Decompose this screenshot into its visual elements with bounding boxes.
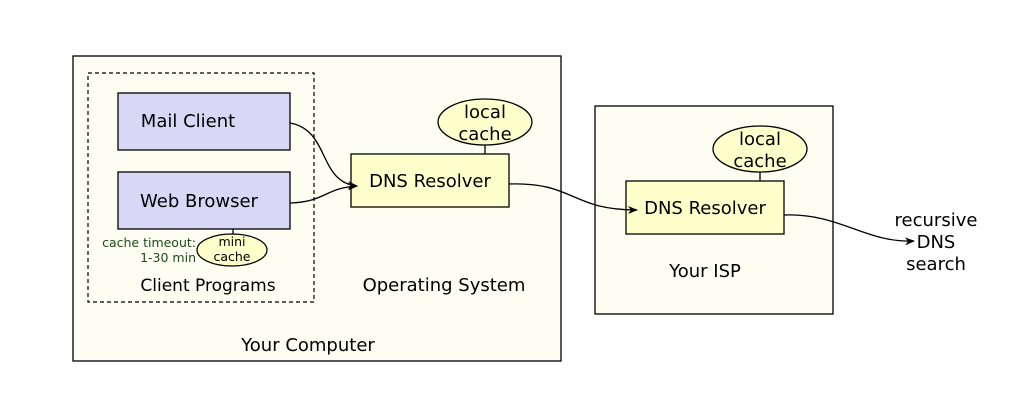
mail-client-label: Mail Client <box>141 111 235 132</box>
os-local-cache-line2: cache <box>458 124 511 145</box>
os-local-cache-ellipse <box>437 98 533 146</box>
recursive-search-line3: search <box>906 254 966 275</box>
os-dns-resolver-label: DNS Resolver <box>369 171 491 192</box>
isp-dns-resolver-label: DNS Resolver <box>644 198 766 219</box>
arrow-isp-to-recursive <box>783 214 915 246</box>
cache-timeout-line2: 1-30 min <box>140 250 196 265</box>
mail-client-box <box>117 92 291 151</box>
isp-local-cache-line2: cache <box>733 151 786 172</box>
web-browser-box <box>117 171 291 230</box>
os-dns-resolver-box <box>350 153 510 208</box>
os-local-cache-line1: local <box>464 102 506 123</box>
arrow-browser-to-os-resolver <box>289 182 358 204</box>
isp-dns-resolver-box <box>625 180 785 235</box>
web-browser-label: Web Browser <box>140 191 259 212</box>
your-computer-label: Your Computer <box>240 335 375 356</box>
operating-system-label: Operating System <box>363 275 526 296</box>
isp-local-cache-ellipse <box>712 125 808 173</box>
your-isp-label: Your ISP <box>668 261 741 282</box>
arrow-mail-to-os-resolver <box>289 122 358 190</box>
mini-cache-label-line2: cache <box>213 249 250 264</box>
recursive-search-line1: recursive <box>895 210 978 231</box>
recursive-search-line2: DNS <box>917 232 956 253</box>
mini-cache-ellipse <box>196 233 268 267</box>
client-programs-box <box>87 72 315 303</box>
client-programs-label: Client Programs <box>140 276 275 296</box>
mini-cache-label-line1: mini <box>218 234 245 249</box>
isp-local-cache-line1: local <box>739 129 781 150</box>
arrow-os-to-isp-resolver <box>508 183 638 214</box>
cache-timeout-line1: cache timeout: <box>102 235 196 250</box>
